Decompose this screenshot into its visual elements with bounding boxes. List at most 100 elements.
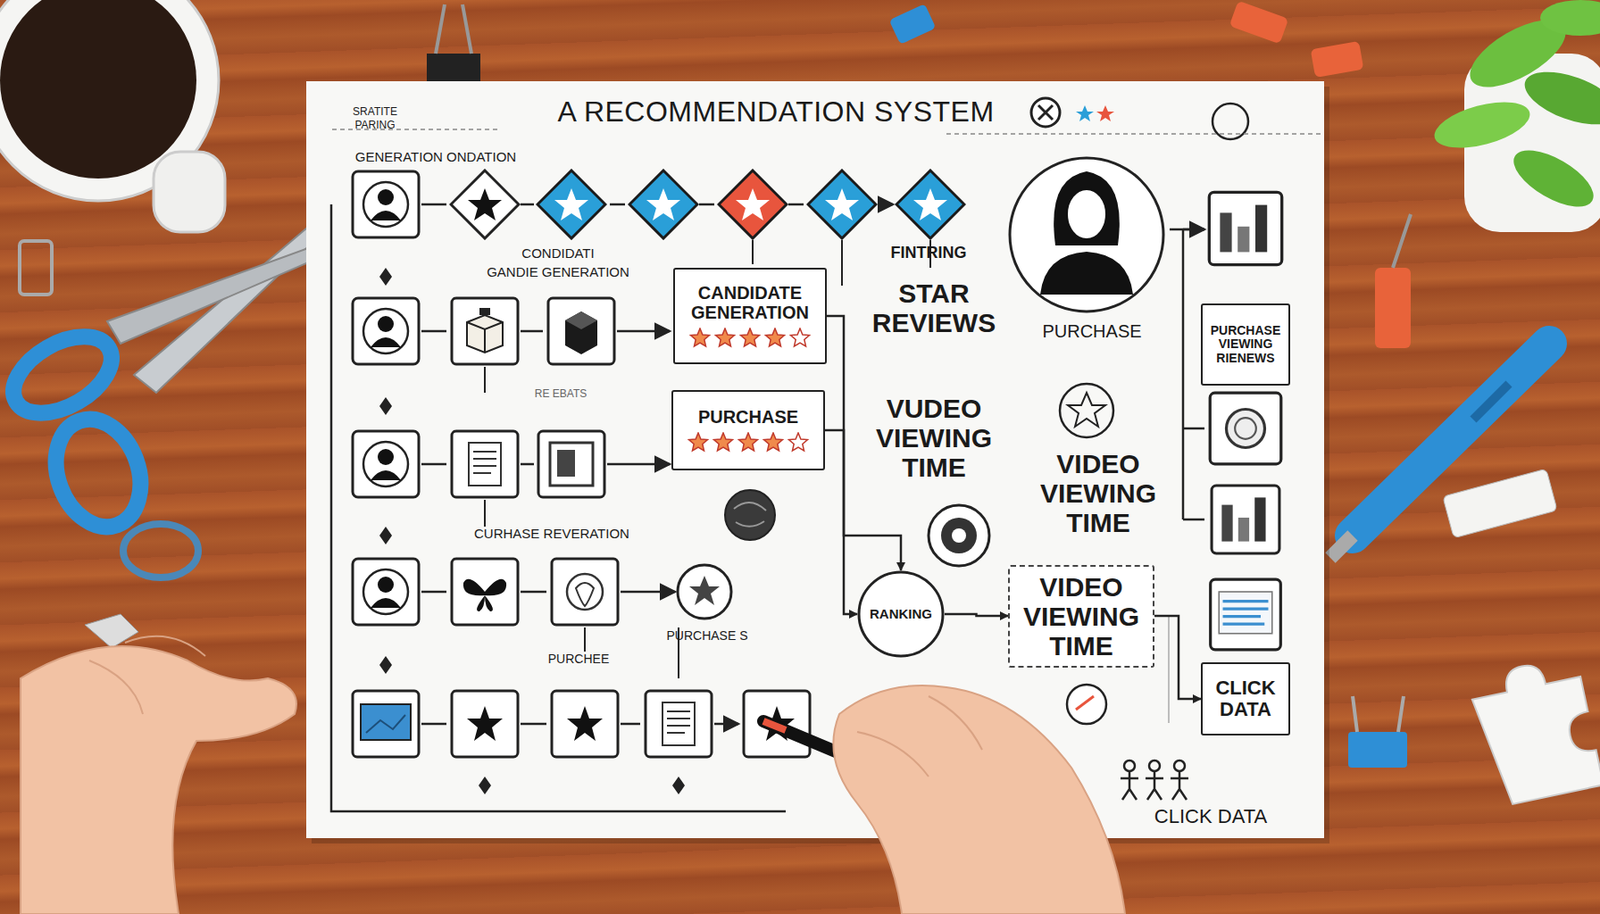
node-text: CANDIDATE GENERATION <box>680 283 820 323</box>
scissors-part <box>0 321 125 430</box>
icon-grid-part <box>629 170 698 239</box>
connector-arrow <box>1154 616 1201 700</box>
icon-grid-part <box>450 170 519 239</box>
icon-grid-part <box>352 558 419 625</box>
rating-star <box>741 328 760 347</box>
icon-grid-part <box>725 490 775 541</box>
hands-part <box>833 685 1125 914</box>
circle-outline-shape <box>858 572 943 657</box>
rating-star <box>716 328 735 347</box>
icon-grid-part <box>551 691 618 758</box>
person-portrait-part <box>1040 251 1134 295</box>
icon-grid-part <box>808 170 876 239</box>
stick-figures <box>1120 760 1189 800</box>
wires-part <box>1169 228 1205 232</box>
plant-part <box>1517 61 1600 136</box>
icon-grid-part <box>379 267 685 795</box>
icon-grid-part <box>928 505 990 567</box>
plant-part <box>1540 0 1600 36</box>
person-portrait-part <box>1009 158 1164 312</box>
paper-sheet-part <box>306 81 1325 839</box>
stick-figures-part <box>1124 760 1135 772</box>
hands-part <box>20 646 297 914</box>
star-rating <box>687 327 813 350</box>
icon-grid-part <box>352 171 419 238</box>
text-label: GANDIE GENERATION <box>486 265 630 281</box>
icon-grid-part <box>352 298 419 365</box>
icon-grid-part <box>677 565 732 619</box>
icon-grid-part <box>743 691 810 758</box>
rating-star <box>691 328 710 347</box>
icon-grid-part <box>451 691 518 758</box>
process-box: CANDIDATE GENERATION <box>673 267 827 365</box>
icon-grid-part <box>1208 191 1282 265</box>
desk-items-part <box>1467 655 1600 809</box>
title-icons-part <box>1096 105 1115 122</box>
plant <box>1429 0 1600 233</box>
icon-grid-part <box>538 431 605 498</box>
icon-grid-part <box>1066 684 1107 725</box>
binder-clips-part <box>1348 732 1408 768</box>
text-label: PURCHASE <box>1041 321 1142 342</box>
desk-items-part <box>84 614 139 649</box>
text-label: VUDEO VIEWING TIME <box>862 393 1006 483</box>
signal-box: VIDEO VIEWING TIME <box>1008 565 1155 668</box>
diagram-title: A RECOMMENDATION SYSTEM <box>557 96 994 128</box>
icon-grid-part <box>718 170 787 239</box>
title-icons-part <box>1038 105 1053 120</box>
person-portrait-part <box>1053 171 1120 246</box>
text-label: SRATITE <box>352 106 398 118</box>
scissors <box>0 223 322 540</box>
title-icons-part <box>1031 98 1060 127</box>
icon-grid-part <box>645 691 712 758</box>
connector-arrow <box>825 430 858 615</box>
title-icons-part <box>1075 105 1094 122</box>
binder-clips-part <box>1229 0 1290 45</box>
text-label: CONDIDATI <box>521 246 594 262</box>
hands-part <box>857 696 983 777</box>
desk-items-part <box>1442 468 1558 538</box>
rating-star <box>789 433 809 451</box>
icon-grid-part <box>551 558 618 625</box>
wires-part <box>1167 616 1170 724</box>
icon-grid-part <box>733 502 767 527</box>
desk-items-part <box>123 524 199 578</box>
binder-clips-part <box>1352 696 1404 733</box>
stick-figures-part <box>1149 760 1160 772</box>
scissors-part <box>107 248 313 344</box>
text-label: CLICK DATA <box>1154 806 1267 828</box>
icon-grid-part <box>941 517 977 554</box>
wires-part <box>484 366 679 679</box>
hands <box>20 636 1125 914</box>
plant-part <box>1505 139 1600 218</box>
desk-items-part <box>1473 383 1509 420</box>
binder-clips-part <box>889 3 937 45</box>
person-portrait-part <box>1066 189 1107 240</box>
icon-grid-part <box>451 558 518 625</box>
icon-grid-part <box>1210 579 1282 650</box>
rating-star <box>714 433 734 451</box>
coffee-mug <box>0 0 225 233</box>
binder-clips-part <box>1310 41 1365 78</box>
icon-grid-part <box>689 575 720 606</box>
text-label: VIDEO VIEWING TIME <box>1026 449 1170 538</box>
icon-grid-part <box>1209 392 1282 465</box>
desk-items-part <box>1352 343 1550 536</box>
icon-grid-part <box>951 528 967 543</box>
stick-figures-part <box>1174 760 1185 772</box>
ranking-circle: RANKING <box>857 570 945 659</box>
node-text: PURCHASE VIEWING RIENEWS <box>1208 324 1284 366</box>
stick-figures-part <box>1145 771 1164 800</box>
icon-grid-part <box>451 298 518 365</box>
binder-clips-part <box>19 241 52 295</box>
icon-grid-part <box>1067 392 1106 427</box>
hands-part <box>89 636 206 715</box>
binder-clips-part <box>1392 214 1411 268</box>
text-label: PARING <box>354 119 395 132</box>
coffee-mug-part <box>0 0 197 179</box>
binder-clips-part <box>435 4 472 54</box>
rating-star <box>766 328 785 347</box>
rating-star <box>764 433 784 451</box>
node-text: PURCHASE <box>698 407 799 427</box>
